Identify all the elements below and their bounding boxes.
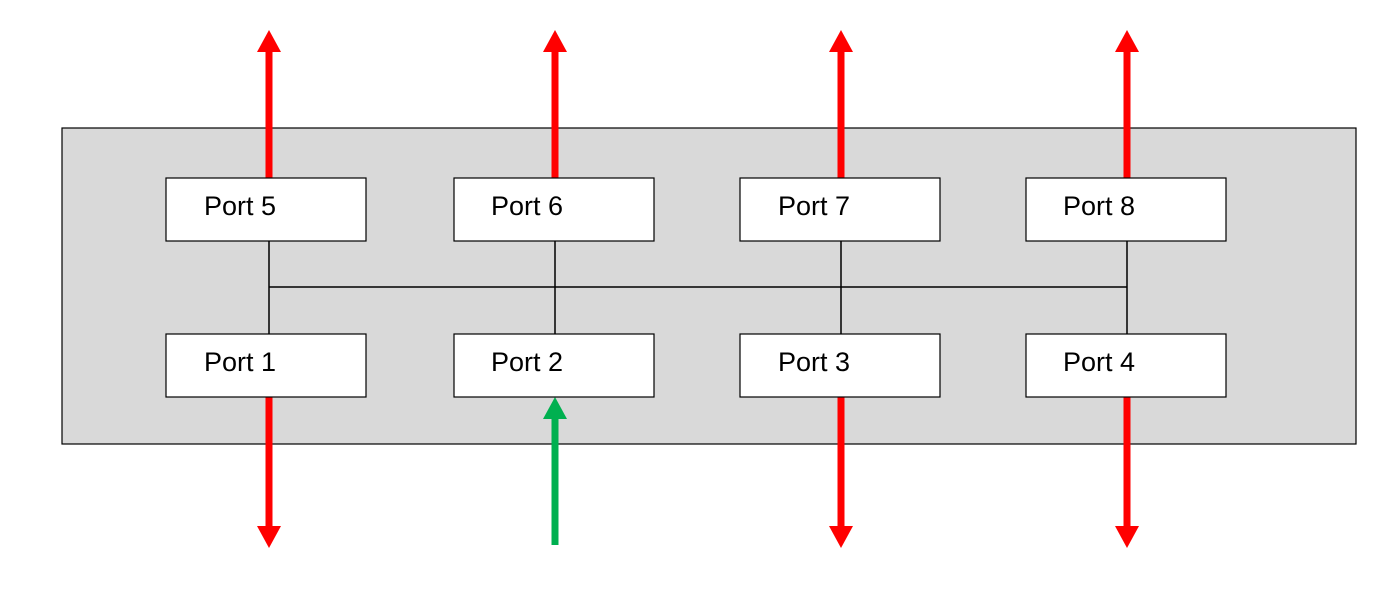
arrow-head bbox=[1115, 526, 1139, 548]
arrow-head bbox=[829, 526, 853, 548]
port-label: Port 8 bbox=[1063, 191, 1135, 221]
outbound-arrow-6 bbox=[543, 30, 567, 178]
arrow-head bbox=[829, 30, 853, 52]
arrow-head bbox=[1115, 30, 1139, 52]
port-4: Port 4 bbox=[1025, 333, 1227, 398]
port-box bbox=[165, 333, 367, 398]
outbound-arrow-3 bbox=[829, 397, 853, 548]
port-3: Port 3 bbox=[739, 333, 941, 398]
port-2: Port 2 bbox=[453, 333, 655, 398]
inbound-arrow-2 bbox=[543, 397, 567, 545]
port-label: Port 7 bbox=[778, 191, 850, 221]
port-box bbox=[453, 333, 655, 398]
port-box bbox=[739, 333, 941, 398]
port-label: Port 1 bbox=[204, 347, 276, 377]
bottom-port-row: Port 1 Port 2 Port 3 Port 4 bbox=[165, 333, 1227, 398]
internal-bus bbox=[268, 241, 1128, 334]
arrow-head bbox=[257, 526, 281, 548]
arrow-head bbox=[543, 30, 567, 52]
traffic-arrows bbox=[257, 30, 1139, 548]
port-label: Port 6 bbox=[491, 191, 563, 221]
port-label: Port 3 bbox=[778, 347, 850, 377]
port-box bbox=[165, 177, 367, 242]
port-label: Port 4 bbox=[1063, 347, 1135, 377]
outbound-arrow-4 bbox=[1115, 397, 1139, 548]
outbound-arrow-1 bbox=[257, 397, 281, 548]
outbound-arrow-5 bbox=[257, 30, 281, 178]
port-box bbox=[453, 177, 655, 242]
arrow-head bbox=[543, 397, 567, 419]
port-7: Port 7 bbox=[739, 177, 941, 242]
port-8: Port 8 bbox=[1025, 177, 1227, 242]
port-box bbox=[1025, 333, 1227, 398]
port-1: Port 1 bbox=[165, 333, 367, 398]
port-box bbox=[739, 177, 941, 242]
port-5: Port 5 bbox=[165, 177, 367, 242]
port-label: Port 2 bbox=[491, 347, 563, 377]
port-box bbox=[1025, 177, 1227, 242]
port-6: Port 6 bbox=[453, 177, 655, 242]
arrow-head bbox=[257, 30, 281, 52]
outbound-arrow-7 bbox=[829, 30, 853, 178]
top-port-row: Port 5 Port 6 Port 7 Port 8 bbox=[165, 177, 1227, 242]
port-label: Port 5 bbox=[204, 191, 276, 221]
outbound-arrow-8 bbox=[1115, 30, 1139, 178]
